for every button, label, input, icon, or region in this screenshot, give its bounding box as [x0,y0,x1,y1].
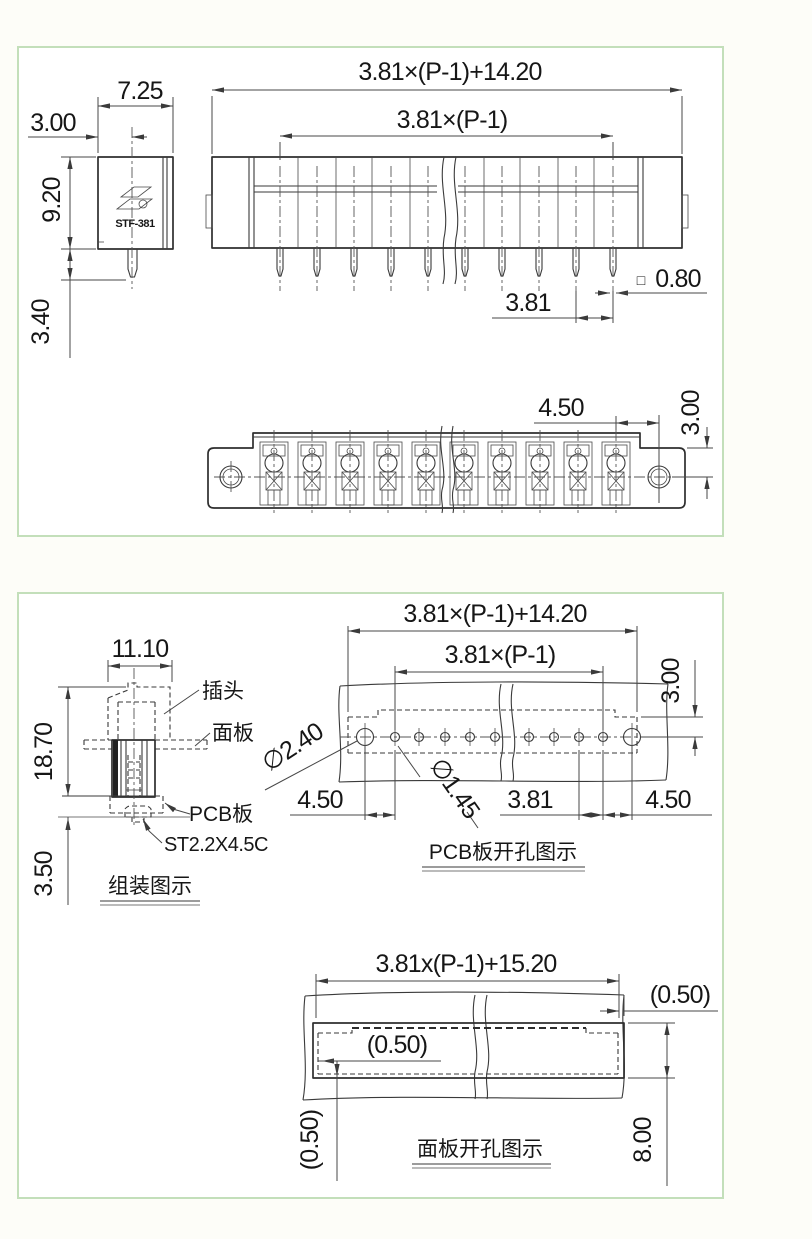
screw-spec-label: ST2.2X4.5C [164,834,268,856]
dim-asm-width: 11.10 [112,635,169,663]
dim-asm-height: 18.70 [30,723,58,782]
dim-drill-right-offset: 4.50 [645,786,690,814]
dim-drill-span: 3.81×(P-1) [445,641,556,669]
pcb-label: PCB板 [189,803,253,826]
dim-front-total: 3.81×(P-1)+14.20 [358,58,541,86]
panel-cutout-view: 3.81x(P-1)+15.20 (0.50) (0.50) (0.50) 8.… [296,950,718,1186]
dim-side-height: 9.20 [38,177,66,222]
dim-bottom-end-offset: 4.50 [538,394,583,422]
dim-drill-left-offset: 4.50 [297,786,342,814]
front-view: 3.81×(P-1)+14.20 3.81×(P-1) 3.81 □ 0.80 [205,58,707,323]
dim-side-pin-length: 3.40 [27,299,55,344]
dim-front-pitch: 3.81 [505,289,550,317]
dim-cut-gap-bottom: (0.50) [296,1110,324,1171]
dim-cut-gap-left: (0.50) [367,1031,428,1059]
side-view: STF-381 7.25 3.00 9.20 3.40 [27,77,174,358]
dim-cut-gap-right: (0.50) [650,981,711,1009]
bottom-view: 4.50 3.00 [207,390,713,514]
plug-label: 插头 [202,680,244,703]
dim-cut-height: 8.00 [629,1117,657,1162]
assembly-view: 插头 面板 PCB板 ST2.2X4.5C 11.10 18.70 3.50 组… [30,635,269,906]
dim-asm-screw-length: 3.50 [30,851,58,896]
dim-drill-total: 3.81×(P-1)+14.20 [403,600,586,628]
panel-cutout-title: 面板开孔图示 [417,1138,543,1161]
dim-cut-total: 3.81x(P-1)+15.20 [375,950,556,978]
dim-drill-pitch: 3.81 [507,786,552,814]
panel-label: 面板 [212,722,254,745]
square-symbol: □ [637,272,646,288]
dim-side-width: 7.25 [117,77,162,105]
dim-drill-row-offset: 3.00 [657,658,685,703]
dim-bottom-row-offset: 3.00 [677,390,705,435]
model-label: STF-381 [115,218,155,230]
dim-front-span: 3.81×(P-1) [397,106,508,134]
dim-pin-square: 0.80 [655,265,700,293]
assembly-title: 组装图示 [108,875,192,898]
panel-1-border [17,46,724,537]
pcb-drill-title: PCB板开孔图示 [429,841,577,864]
dim-side-offset: 3.00 [30,109,75,137]
